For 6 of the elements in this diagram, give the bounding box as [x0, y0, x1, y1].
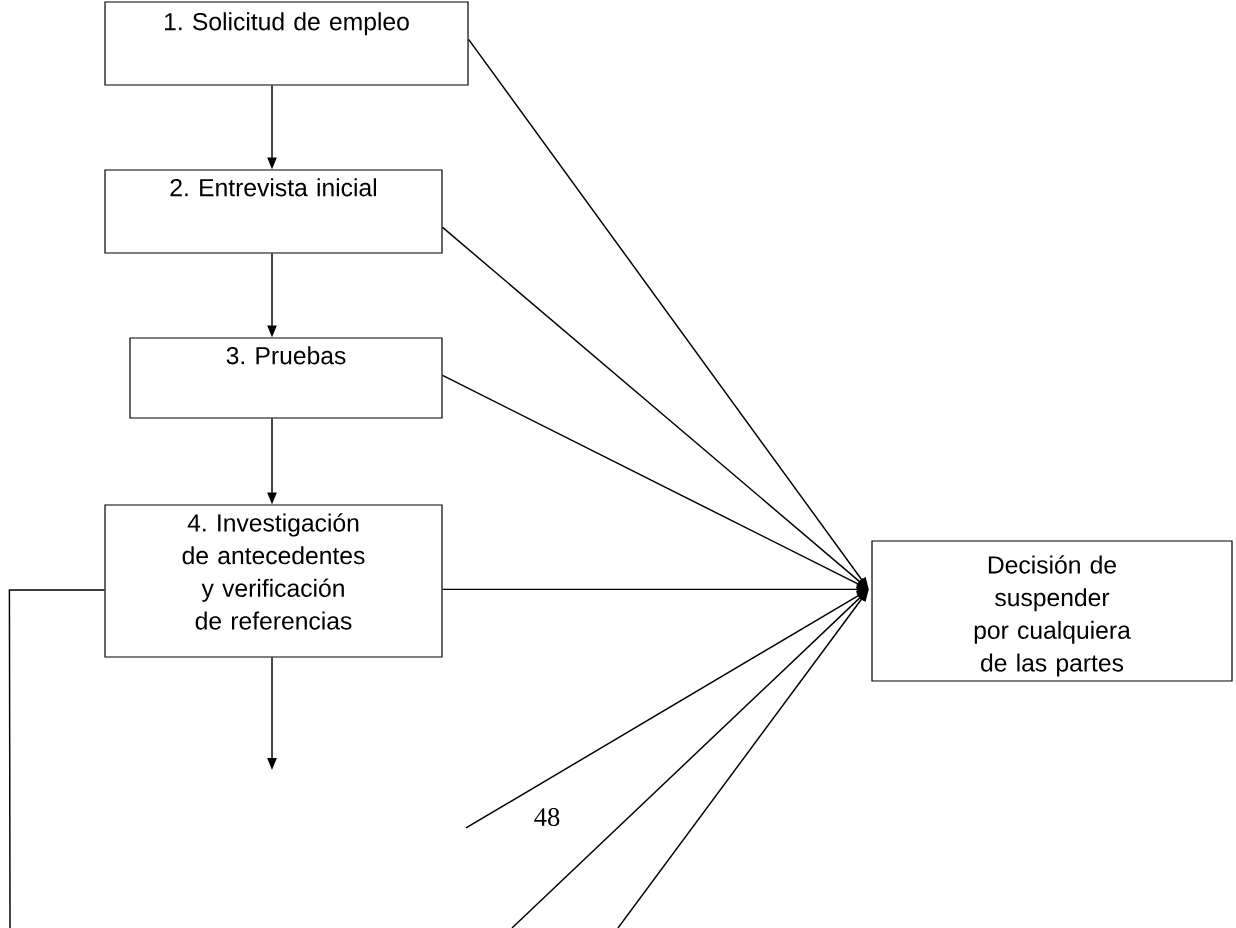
process-box: 1. Solicitud de empleo	[104, 1, 469, 86]
process-box: 3. Pruebas	[129, 337, 443, 419]
process-box: Decisión de suspender por cualquiera de las partes	[871, 540, 1233, 682]
page-number: 48	[534, 808, 560, 826]
process-box: 2. Entrevista inicial	[104, 169, 443, 254]
process-box: 4. Investigación de antecedentes y verificación de referencias	[104, 504, 443, 658]
